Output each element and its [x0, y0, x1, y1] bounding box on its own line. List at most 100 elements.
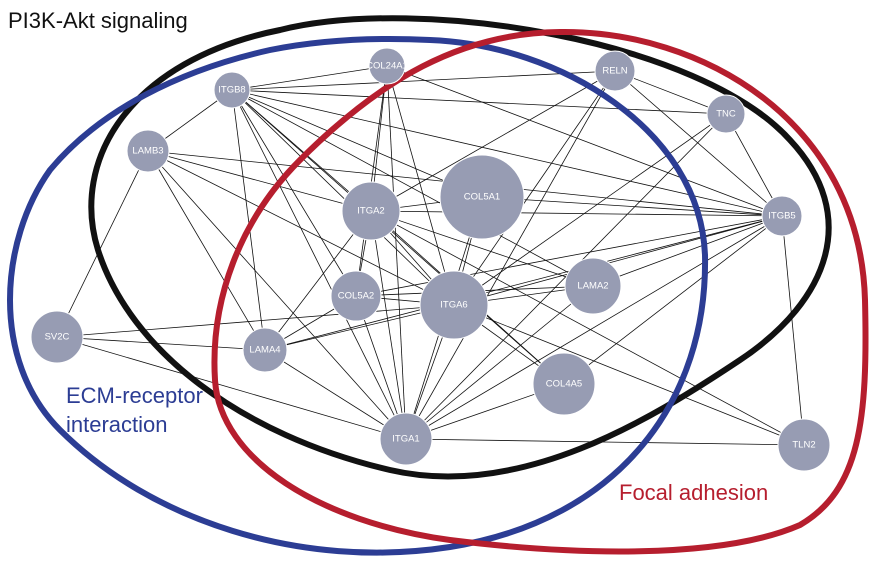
node-itga2[interactable]: ITGA2: [341, 181, 401, 241]
edge-lama4-itga1: [264, 349, 407, 440]
focal-adhesion-label-line: Focal adhesion: [619, 480, 768, 505]
node-label: LAMA2: [577, 281, 608, 292]
edge-sv2c-itga1: [56, 336, 407, 440]
node-label: COL4A5: [546, 379, 582, 390]
edge-itga6-sv2c: [56, 304, 455, 338]
node-col5a2[interactable]: COL5A2: [330, 270, 382, 322]
edge-itgb5-itga1: [405, 215, 783, 440]
focal-adhesion-label: Focal adhesion: [619, 480, 768, 505]
edge-itgb5-col5a2: [355, 215, 783, 297]
node-lama4[interactable]: LAMA4: [242, 327, 288, 373]
node-circle: [213, 71, 251, 109]
node-lamb3[interactable]: LAMB3: [126, 129, 170, 173]
set-labels: PI3K-Akt signaling ECM-receptor interact…: [8, 8, 768, 505]
node-sv2c[interactable]: SV2C: [30, 310, 84, 364]
node-label: RELN: [602, 66, 627, 77]
node-itga6[interactable]: ITGA6: [419, 270, 489, 340]
node-circle: [419, 270, 489, 340]
node-circle: [126, 129, 170, 173]
node-label: COL24A1: [366, 61, 408, 72]
edge-lamb3-itga6: [147, 150, 455, 306]
edge-lamb3-itga2: [147, 150, 372, 212]
node-col5a1[interactable]: COL5A1: [439, 154, 525, 240]
node-label: ITGA2: [357, 206, 384, 217]
edge-itga2-lama2: [370, 210, 594, 287]
node-label: SV2C: [45, 332, 70, 343]
edge-itga2-itga1: [370, 210, 407, 440]
edge-reln-itgb5: [614, 70, 783, 217]
edge-itgb5-lama4: [264, 215, 783, 351]
node-label: COL5A2: [338, 291, 374, 302]
node-label: LAMA4: [249, 345, 280, 356]
node-circle: [341, 181, 401, 241]
edge-sv2c-lama4: [56, 336, 266, 351]
edge-itgb8-col5a1: [231, 89, 483, 198]
edge-reln-itga1: [405, 70, 616, 440]
ecm-receptor-label: ECM-receptor interaction: [66, 383, 209, 437]
node-circle: [379, 412, 433, 466]
node-circle: [439, 154, 525, 240]
node-itgb8[interactable]: ITGB8: [213, 71, 251, 109]
edge-itgb8-reln: [231, 70, 616, 91]
node-tln2[interactable]: TLN2: [777, 418, 831, 472]
node-circle: [777, 418, 831, 472]
pathway-rings: [7, 15, 869, 556]
node-tnc[interactable]: TNC: [706, 94, 746, 134]
edge-col24a1-itgb5: [386, 65, 783, 217]
node-col24a1[interactable]: COL24A1: [366, 47, 408, 85]
node-reln[interactable]: RELN: [594, 50, 636, 92]
ecm-receptor-label-line2: interaction: [66, 412, 168, 437]
edge-itgb8-lama4: [231, 89, 266, 351]
edge-itgb8-col24a1: [231, 65, 388, 91]
node-circle: [564, 257, 622, 315]
node-col4a5[interactable]: COL4A5: [532, 352, 596, 416]
pi3k-akt-label: PI3K-Akt signaling: [8, 8, 188, 33]
edge-itgb5-tln2: [781, 215, 805, 446]
focal-adhesion-ring: [211, 28, 869, 555]
edge-itgb8-itga6: [231, 89, 455, 306]
edge-col5a1-itgb5: [481, 196, 783, 217]
edge-lamb3-lama4: [147, 150, 266, 351]
edge-col24a1-col5a2: [355, 65, 388, 297]
edge-itga2-tln2: [370, 210, 805, 446]
edge-itga2-itgb5: [370, 210, 783, 217]
ecm-receptor-label-line1: ECM-receptor: [66, 383, 203, 408]
edge-lamb3-sv2c: [56, 150, 149, 338]
pi3k-akt-label-line: PI3K-Akt signaling: [8, 8, 188, 33]
edge-itga1-tln2: [405, 438, 805, 446]
node-label: ITGB5: [768, 211, 795, 222]
node-label: ITGA1: [392, 434, 419, 445]
node-lama2[interactable]: LAMA2: [564, 257, 622, 315]
node-circle: [242, 327, 288, 373]
edge-itgb8-lama2: [231, 89, 594, 287]
node-circle: [330, 270, 382, 322]
edge-itga6-tln2: [453, 304, 805, 446]
node-label: TNC: [716, 109, 736, 120]
node-circle: [594, 50, 636, 92]
edge-itgb8-col5a2: [231, 89, 357, 297]
pi3k-akt-ring: [88, 15, 832, 480]
node-label: COL5A1: [464, 192, 500, 203]
edge-itgb5-lama2: [592, 215, 783, 287]
node-circle: [368, 47, 406, 85]
edge-itgb8-tnc: [231, 89, 727, 115]
node-itga1[interactable]: ITGA1: [379, 412, 433, 466]
edge-tnc-itga6: [453, 113, 727, 306]
edge-col24a1-itga6: [386, 65, 455, 306]
node-itgb5[interactable]: ITGB5: [761, 195, 803, 237]
node-circle: [706, 94, 746, 134]
node-circle: [30, 310, 84, 364]
node-label: ITGB8: [218, 85, 245, 96]
edge-reln-itga2: [370, 70, 616, 212]
ecm-receptor-ring: [7, 36, 709, 556]
node-label: TLN2: [792, 440, 815, 451]
edge-lamb3-itga1: [147, 150, 407, 440]
node-label: ITGA6: [440, 300, 467, 311]
edge-itgb5-itga6: [453, 215, 783, 306]
node-label: LAMB3: [132, 146, 163, 157]
edge-col24a1-itga1: [386, 65, 407, 440]
node-circle: [532, 352, 596, 416]
node-circle: [761, 195, 803, 237]
